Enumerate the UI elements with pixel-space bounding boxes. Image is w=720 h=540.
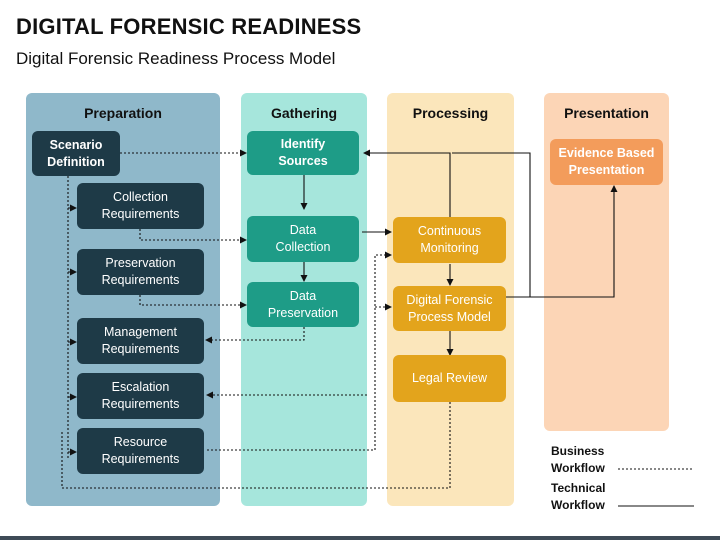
column-label-gathering: Gathering	[270, 105, 338, 121]
collection-requirements-box: Collection Requirements	[77, 183, 204, 229]
evidence-based-presentation-box: Evidence Based Presentation	[550, 139, 663, 185]
legend-technical-workflow-label: Technical Workflow	[551, 481, 606, 512]
data-collection-box: Data Collection	[247, 216, 359, 262]
escalation-requirements-box: Escalation Requirements	[77, 373, 204, 419]
column-label-presentation: Presentation	[564, 105, 649, 121]
continuous-monitoring-box: Continuous Monitoring	[393, 217, 506, 263]
column-label-processing: Processing	[412, 105, 489, 121]
resource-requirements-box: Resource Requirements	[77, 428, 204, 474]
identify-sources-box: Identify Sources	[247, 131, 359, 175]
digital-forensic-process-model-box: Digital Forensic Process Model	[393, 286, 506, 331]
footer-bar	[0, 536, 720, 540]
scenario-definition-box: Scenario Definition	[32, 131, 120, 176]
page-title: DIGITAL FORENSIC READINESS	[16, 14, 362, 39]
legal-review-box: Legal Review	[393, 355, 506, 402]
column-label-preparation: Preparation	[84, 105, 162, 121]
page-subtitle: Digital Forensic Readiness Process Model	[16, 49, 336, 68]
data-preservation-box: Data Preservation	[247, 282, 359, 327]
legend-business-workflow-label: Business Workflow	[551, 444, 605, 475]
preservation-requirements-box: Preservation Requirements	[77, 249, 204, 295]
management-requirements-box: Management Requirements	[77, 318, 204, 364]
